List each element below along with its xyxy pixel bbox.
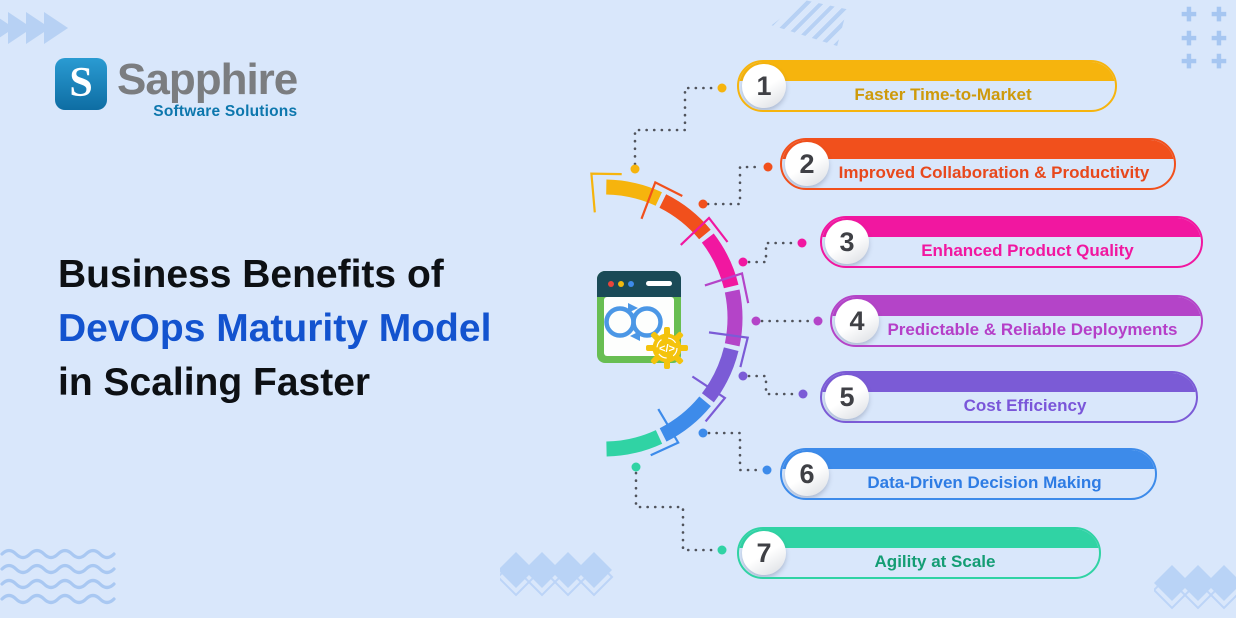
arc-hook <box>640 180 683 220</box>
arrow-right-icon <box>44 12 68 44</box>
benefit-label: Faster Time-to-Market <box>854 84 1032 104</box>
connector-dot <box>698 428 708 438</box>
pill-color-band <box>832 297 1201 316</box>
benefit-number-badge: 5 <box>825 375 869 419</box>
benefit-pill-3: Enhanced Product Quality 3 <box>820 216 1203 268</box>
benefit-pill-5: Cost Efficiency 5 <box>820 371 1198 423</box>
benefit-label: Improved Collaboration & Productivity <box>838 162 1150 182</box>
benefit-label: Cost Efficiency <box>963 395 1087 415</box>
connector-dot <box>630 164 640 174</box>
arc-segment-3 <box>701 233 739 289</box>
window-address-bar <box>646 281 672 286</box>
connector-line <box>707 431 763 472</box>
plus-icon: ✚ <box>1181 29 1197 50</box>
connector-dot <box>717 545 727 555</box>
connector-dot <box>631 462 641 472</box>
benefit-label: Agility at Scale <box>874 551 996 571</box>
connector-line <box>706 165 764 206</box>
maturity-arc <box>590 172 750 457</box>
gear-icon: </> <box>646 327 688 369</box>
connector-dot <box>717 83 727 93</box>
benefit-label: Predictable & Reliable Deployments <box>887 319 1178 339</box>
arc-segment-2 <box>659 194 711 240</box>
benefit-number-badge: 7 <box>742 531 786 575</box>
title-line-1: Business Benefits of <box>58 253 444 296</box>
window-dot-red <box>608 281 614 287</box>
connector-dot <box>751 316 761 326</box>
plus-icon: ✚ <box>1181 52 1197 73</box>
connector-dot <box>762 465 772 475</box>
browser-window-icon: </> <box>597 271 688 369</box>
diamonds-decoration <box>500 552 614 597</box>
connector-line <box>634 471 718 552</box>
pill-color-band <box>739 62 1115 81</box>
benefit-number-badge: 4 <box>835 299 879 343</box>
connector-line <box>747 241 798 264</box>
loop-arrowhead <box>628 303 638 313</box>
arc-hook <box>708 331 750 368</box>
code-icon: </> <box>659 343 675 355</box>
connector-dot <box>798 389 808 399</box>
arc-segment-4 <box>724 289 743 347</box>
arc-segment-1 <box>605 179 662 206</box>
pill-color-band <box>782 140 1174 159</box>
pill-color-band <box>822 218 1201 237</box>
arc-segment-7 <box>606 430 663 457</box>
title-line-3: in Scaling Faster <box>58 361 371 404</box>
brand-name: Sapphire <box>117 55 298 104</box>
brand-tagline: Software Solutions <box>153 103 298 120</box>
benefit-label: Enhanced Product Quality <box>921 240 1134 260</box>
arc-hook <box>650 408 680 457</box>
plus-icon: ✚ <box>1211 5 1227 26</box>
benefit-number-badge: 6 <box>785 452 829 496</box>
arc-hook <box>680 216 729 246</box>
arc-segment-6 <box>659 396 711 442</box>
loop-arrowhead <box>630 331 640 341</box>
arc-hook <box>704 271 750 304</box>
connector-dot <box>698 199 708 209</box>
title-line-2: DevOps Maturity Model <box>58 307 492 350</box>
benefit-pill-7: Agility at Scale 7 <box>737 527 1101 579</box>
connector-dot <box>797 238 807 248</box>
pill-color-band <box>822 373 1196 392</box>
benefit-number-badge: 2 <box>785 142 829 186</box>
benefit-pill-2: Improved Collaboration & Productivity 2 <box>780 138 1176 190</box>
striped-triangle-decoration <box>771 0 847 46</box>
page-title: Business Benefits of DevOps Maturity Mod… <box>58 248 491 410</box>
pill-color-band <box>739 529 1099 548</box>
benefit-number-badge: 1 <box>742 64 786 108</box>
sapphire-logo-mark-icon: S <box>55 58 107 110</box>
connector-dot <box>738 257 748 267</box>
connector-dot <box>763 162 773 172</box>
plus-icon: ✚ <box>1181 5 1197 26</box>
benefit-number-badge: 3 <box>825 220 869 264</box>
benefit-pill-6: Data-Driven Decision Making 6 <box>780 448 1157 500</box>
waves-decoration <box>0 548 116 605</box>
benefit-label: Data-Driven Decision Making <box>867 472 1102 492</box>
pill-color-band <box>782 450 1155 469</box>
arc-hook <box>691 375 727 423</box>
diamonds-decoration <box>1154 565 1236 610</box>
plus-icon: ✚ <box>1211 29 1227 50</box>
connector-line <box>633 86 718 166</box>
connector-line <box>747 374 799 396</box>
window-dot-yellow <box>618 281 624 287</box>
benefit-pill-1: Faster Time-to-Market 1 <box>737 60 1117 112</box>
connector-dot <box>813 316 823 326</box>
arc-segment-5 <box>701 347 739 403</box>
connector-dot <box>738 371 748 381</box>
window-dot-blue <box>628 281 634 287</box>
arc-hook <box>590 172 622 213</box>
devops-loop-icon <box>604 306 663 338</box>
benefit-pill-4: Predictable & Reliable Deployments 4 <box>830 295 1203 347</box>
sapphire-logo: S Sapphire Software Solutions <box>55 55 298 121</box>
plus-icon: ✚ <box>1211 52 1227 73</box>
